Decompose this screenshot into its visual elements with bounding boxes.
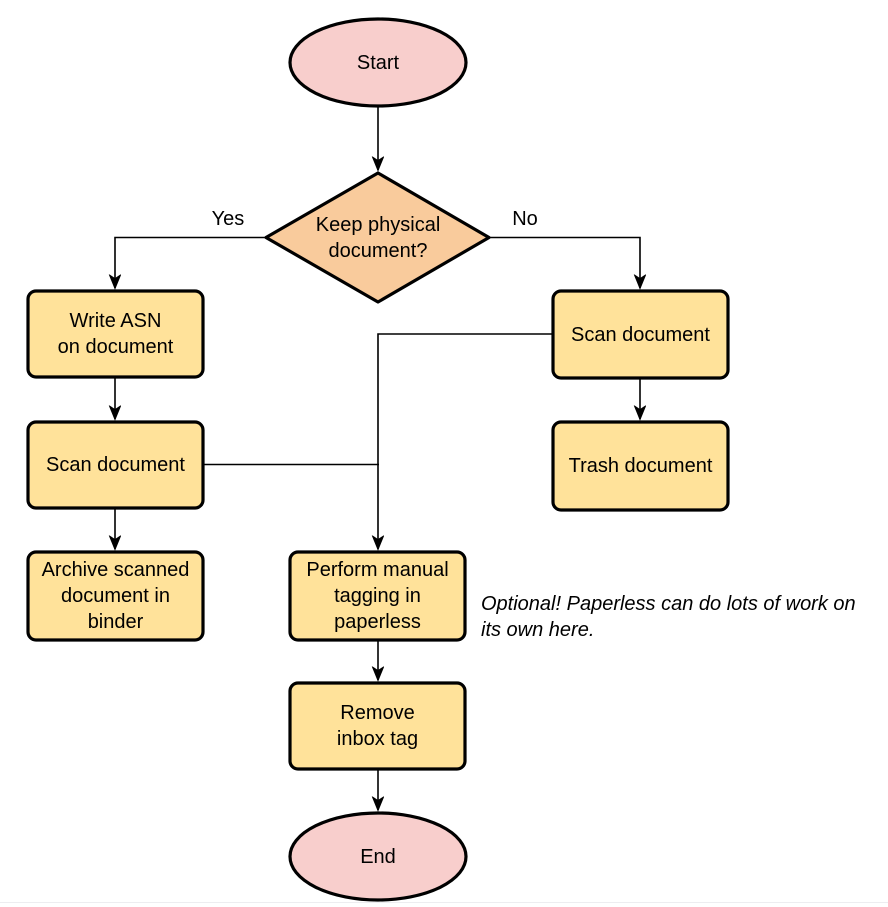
start-node-shape xyxy=(288,17,468,108)
canvas-bottom-divider xyxy=(0,902,888,903)
end-node-shape xyxy=(288,811,468,902)
remove-inbox-node-shape xyxy=(288,681,467,771)
decision-node-shape xyxy=(264,171,491,304)
tagging-node-shape xyxy=(288,550,467,642)
edge-decision-yes-to-write-asn xyxy=(115,236,266,289)
edge-decision-no-to-scan-right xyxy=(489,236,640,289)
scan-left-node-shape xyxy=(26,420,205,510)
edge-scan-right-to-tagging xyxy=(378,333,553,549)
trash-node-shape xyxy=(551,420,730,512)
archive-node-shape xyxy=(26,550,205,642)
scan-right-node-shape xyxy=(551,289,730,380)
write-asn-node-shape xyxy=(26,289,205,379)
